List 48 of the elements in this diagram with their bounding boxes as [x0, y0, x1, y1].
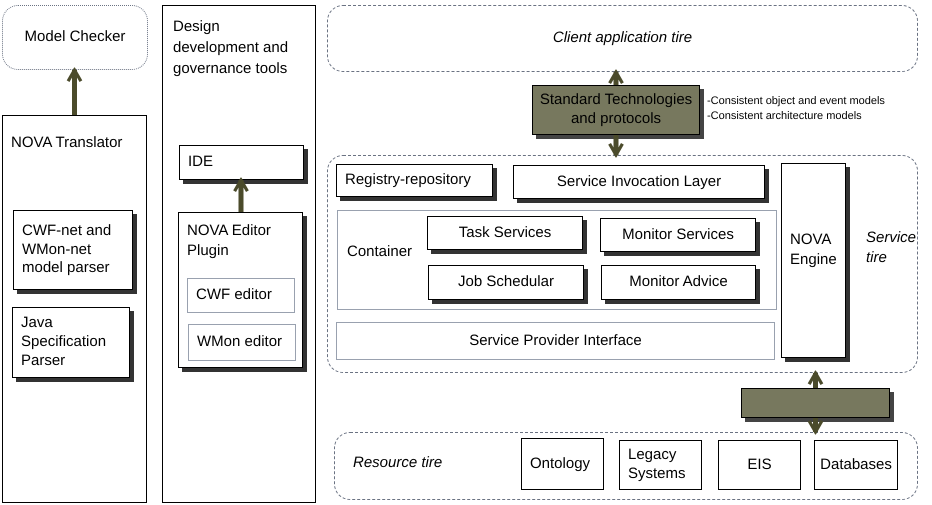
- arrow: [233, 178, 249, 212]
- tier-band: [327, 5, 918, 72]
- node-label: Standard Technologies and protocols: [538, 91, 694, 129]
- container-panel: [337, 210, 777, 310]
- process-box: [814, 440, 898, 490]
- node-label: Databases: [820, 456, 892, 474]
- node-label: EIS: [747, 456, 772, 474]
- node-label: Java Specification Parser: [21, 314, 108, 371]
- node-label: Service Invocation Layer: [556, 172, 722, 192]
- arrow: [66, 68, 82, 115]
- node-label: Resource tire: [353, 454, 442, 471]
- arrow: [608, 135, 624, 157]
- rounded-box: [2, 5, 148, 70]
- node-label: Job Schedular: [458, 273, 554, 292]
- tier-band: [334, 432, 918, 500]
- node-label: Service tire: [866, 229, 916, 266]
- node-label: Monitor Services: [622, 226, 734, 244]
- node-label: Model Checker: [24, 28, 126, 47]
- note-text: -Consistent architecture models: [707, 108, 863, 124]
- node-label: WMon editor: [197, 333, 282, 352]
- process-box: [521, 438, 604, 490]
- node-label: NOVA Translator: [11, 134, 122, 151]
- arrow: [808, 371, 824, 388]
- process-box: [336, 322, 775, 360]
- group-panel: [2, 115, 147, 503]
- node-label: IDE: [188, 153, 214, 172]
- process-box: [718, 440, 801, 490]
- node-label: Legacy Systems: [628, 446, 687, 484]
- process-box: [187, 278, 295, 313]
- arrow: [808, 418, 824, 434]
- node-label: Task Services: [458, 224, 552, 242]
- group-panel: [162, 5, 316, 503]
- process-box: [619, 440, 702, 490]
- node-label: Monitor Advice: [629, 273, 728, 292]
- node-label: Registry-repository: [345, 171, 471, 190]
- node-label: NOVA Engine: [790, 231, 837, 268]
- tier-band: [327, 155, 918, 373]
- node-label: Service Provider Interface: [469, 332, 642, 350]
- arrow: [608, 70, 624, 85]
- node-label: CWF-net and WMon-net model parser: [22, 222, 112, 278]
- note-text: -Consistent object and event models: [707, 94, 885, 109]
- node-label: Design development and governance tools: [173, 18, 288, 77]
- node-label: Container: [347, 243, 412, 260]
- process-box: [188, 324, 296, 361]
- node-label: CWF editor: [196, 286, 272, 305]
- node-label: Client application tire: [552, 29, 692, 48]
- node-label: Ontology: [530, 454, 590, 474]
- node-label: NOVA Editor Plugin: [187, 222, 271, 258]
